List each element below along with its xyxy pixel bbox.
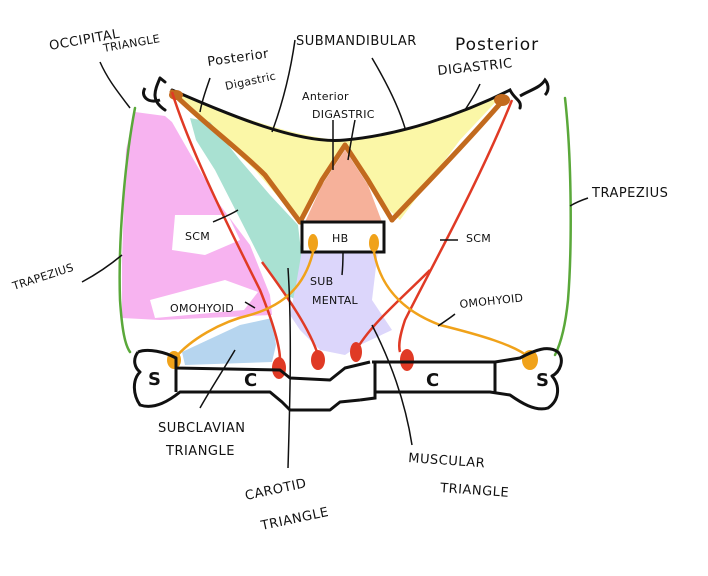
left-shoulder-outline	[132, 351, 361, 412]
subclavian-triangle-region	[182, 318, 276, 365]
pointer-muscular	[371, 324, 413, 446]
submental-label: SUB MENTAL	[310, 275, 359, 307]
pointer-occipital	[99, 61, 131, 109]
carotid-line1: CAROTID	[244, 476, 308, 504]
left-clavicle-top	[137, 348, 371, 382]
occipital-label: OCCIPITAL TRIANGLE	[48, 27, 161, 55]
submental-line2: MENTAL	[312, 294, 359, 307]
muscular-line2: TRIANGLE	[439, 481, 510, 501]
posterior-digastric-right	[389, 95, 508, 223]
posterior-digastric-left-label: Posterior Digastric	[206, 46, 277, 92]
sternum-right	[359, 360, 377, 402]
clavicle-left-label: C	[244, 370, 257, 391]
right-neck-outline	[519, 77, 550, 98]
scapula-left-label: S	[148, 369, 161, 390]
anterior-digastric	[297, 142, 395, 225]
omohyoid-left	[174, 251, 315, 359]
posterior-digastric-left-line2: Digastric	[224, 69, 277, 92]
pointer-submandibular-left	[271, 39, 296, 133]
digastric-left-tendon	[169, 90, 183, 100]
pointer-submandibular-right	[371, 57, 406, 129]
pointer-anterior-digastric-b	[347, 119, 356, 161]
carotid-label: CAROTID TRIANGLE	[244, 476, 331, 534]
scm-left-label: SCM	[185, 230, 210, 243]
pointer-posterior-digastric-left	[199, 77, 211, 113]
scapula-right-label: S	[536, 370, 549, 391]
omohyoid-left-label: OMOHYOID	[170, 302, 234, 315]
posterior-digastric-right-line1: Posterior	[455, 35, 539, 55]
scm-right-clavicular-head	[400, 349, 414, 371]
subclavian-line2: TRIANGLE	[165, 444, 235, 459]
anterior-digastric-line2: DIGASTRIC	[312, 108, 375, 121]
subclavian-line1: SUBCLAVIAN	[158, 421, 245, 436]
occipital-triangle-region	[122, 112, 272, 320]
trapezius-left-line	[118, 106, 137, 354]
scm-left-clavicular-head	[272, 357, 286, 379]
scm-right	[397, 99, 514, 353]
omohyoid-right-label: OMOHYOID	[459, 291, 524, 311]
scm-left	[170, 91, 282, 361]
hyoid-right-attachment	[369, 234, 379, 252]
trapezius-right-line	[553, 96, 572, 357]
digastric-right-tendon	[494, 94, 510, 106]
right-clavicle-outline	[375, 347, 563, 411]
posterior-digastric-right-label: Posterior DIGASTRIC	[437, 35, 539, 79]
submental-triangle-region	[290, 250, 392, 355]
scm-right-label: SCM	[466, 232, 491, 245]
posterior-digastric-right-line2: DIGASTRIC	[437, 56, 514, 79]
scm-left-sternal	[260, 261, 320, 356]
muscular-label: MUSCULAR TRIANGLE	[408, 451, 510, 501]
trapezius-right-label: TRAPEZIUS	[591, 186, 668, 201]
posterior-digastric-left	[169, 89, 303, 225]
scm-right-sternal	[353, 269, 431, 353]
trapezius-left-label: TRAPEZIUS	[10, 261, 75, 293]
pointer-scm-left	[212, 209, 239, 223]
pointer-trapezius-right	[569, 197, 589, 207]
pointer-omohyoid-left	[244, 301, 256, 309]
carotid-line2: TRIANGLE	[259, 505, 331, 534]
pointer-posterior-digastric-right	[464, 83, 481, 111]
submandibular-label: SUBMANDIBULAR	[296, 34, 417, 49]
submental-line1: SUB	[310, 275, 333, 288]
anterior-digastric-label: Anterior DIGASTRIC	[302, 90, 375, 121]
posterior-digastric-left-line1: Posterior	[206, 46, 270, 69]
pointer-subclavian	[199, 349, 236, 409]
pointer-lines	[81, 39, 589, 469]
pointer-carotid	[287, 267, 292, 469]
mandible-outline	[153, 76, 522, 143]
hyoid-region	[305, 150, 382, 222]
scm-right-sternal-head	[350, 342, 362, 362]
anterior-digastric-line1: Anterior	[302, 90, 349, 103]
pointer-submental	[341, 251, 344, 276]
carotid-triangle-region	[190, 118, 302, 300]
pointer-trapezius-left	[81, 254, 123, 283]
scm-left-sternal-head	[311, 350, 325, 370]
muscular-line1: MUSCULAR	[408, 451, 486, 471]
hyoid-label: HB	[332, 232, 348, 245]
pointer-omohyoid-right	[437, 313, 456, 327]
left-neck-outline	[142, 87, 161, 103]
hyoid-left-attachment	[308, 234, 318, 252]
clavicle-right-label: C	[426, 370, 439, 391]
subclavian-label: SUBCLAVIAN TRIANGLE	[158, 421, 245, 459]
